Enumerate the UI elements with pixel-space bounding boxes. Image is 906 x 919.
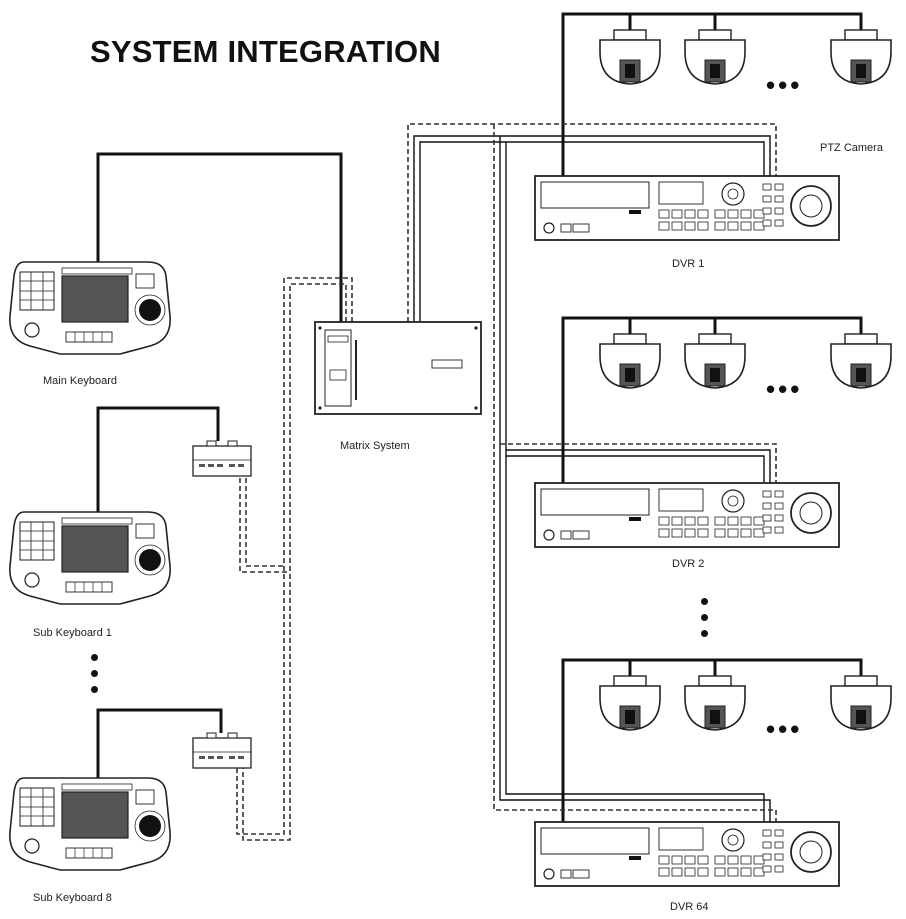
vertical-ellipsis-dvrs bbox=[701, 598, 709, 646]
matrix-system-device bbox=[314, 321, 482, 415]
junction-box-8 bbox=[192, 732, 252, 769]
label-main-keyboard: Main Keyboard bbox=[43, 375, 117, 387]
ellipsis-cameras-1: ••• bbox=[766, 70, 803, 100]
main-keyboard-device bbox=[9, 261, 171, 355]
label-sub-keyboard-8: Sub Keyboard 8 bbox=[33, 892, 112, 904]
ptz-camera-group-64 bbox=[599, 675, 892, 731]
dvr-2-device bbox=[534, 482, 840, 548]
ellipsis-cameras-64: ••• bbox=[766, 714, 803, 744]
ptz-camera-group-1 bbox=[599, 29, 892, 85]
ellipsis-cameras-2: ••• bbox=[766, 374, 803, 404]
ptz-camera-group-2 bbox=[599, 333, 892, 389]
junction-box-1 bbox=[192, 440, 252, 477]
sub-keyboard-8-device bbox=[9, 777, 171, 871]
label-matrix-system: Matrix System bbox=[340, 440, 410, 452]
sub-keyboard-1-device bbox=[9, 511, 171, 605]
label-ptz-camera: PTZ Camera bbox=[820, 142, 883, 154]
label-sub-keyboard-1: Sub Keyboard 1 bbox=[33, 627, 112, 639]
vertical-ellipsis-keyboards bbox=[91, 654, 99, 702]
dashed-wiring bbox=[236, 123, 777, 841]
data-bus-wiring bbox=[413, 135, 771, 822]
label-dvr-2: DVR 2 bbox=[672, 558, 705, 570]
label-dvr-1: DVR 1 bbox=[672, 258, 705, 270]
label-dvr-64: DVR 64 bbox=[670, 901, 709, 913]
diagram-title: SYSTEM INTEGRATION bbox=[90, 34, 441, 69]
dvr-1-device bbox=[534, 175, 840, 241]
dvr-64-device bbox=[534, 821, 840, 887]
solid-wiring bbox=[96, 12, 863, 822]
